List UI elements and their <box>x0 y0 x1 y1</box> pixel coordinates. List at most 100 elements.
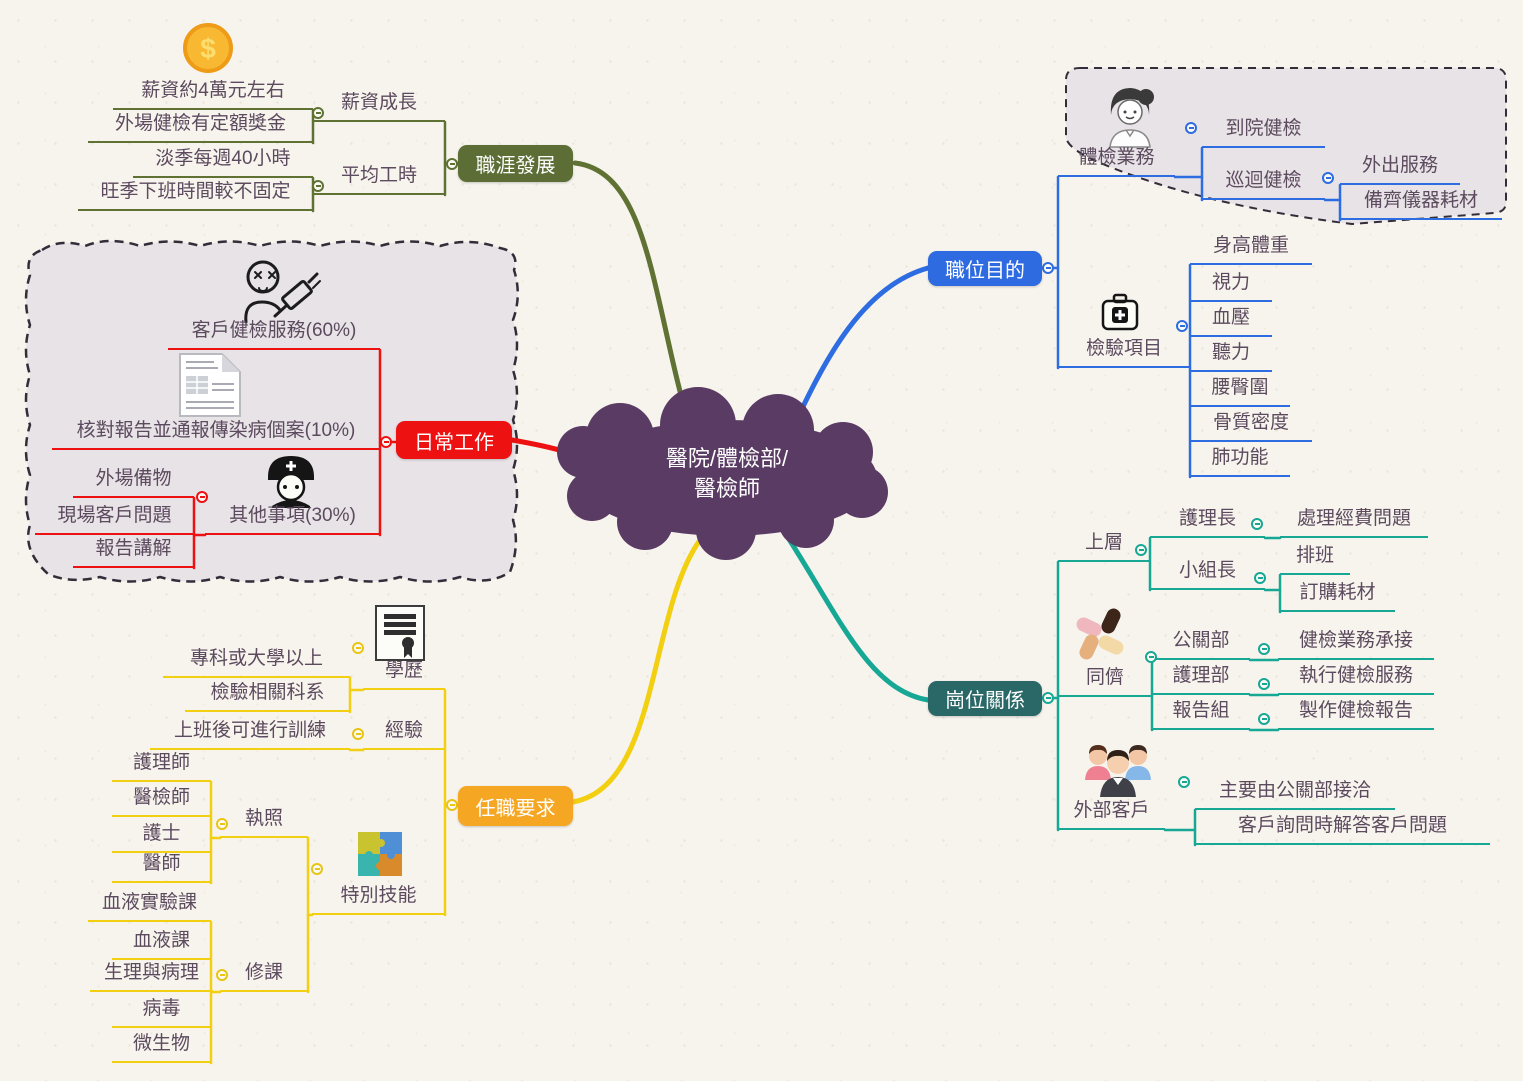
node-hospital-checkup[interactable]: 到院健檢 <box>1202 117 1325 148</box>
branch-position-relations[interactable]: 崗位關係 <box>928 681 1042 716</box>
node-customer-checkup-service[interactable]: 客戶健檢服務(60%) <box>168 319 380 350</box>
central-topic-line2: 醫檢師 <box>693 476 760 501</box>
node-field-preparation[interactable]: 外場備物 <box>73 467 194 498</box>
collapse-external[interactable] <box>1178 776 1190 788</box>
branch-position-purpose[interactable]: 職位目的 <box>928 251 1042 286</box>
central-cloud[interactable] <box>557 387 888 560</box>
node-exam-items[interactable]: 檢驗項目 <box>1058 337 1190 368</box>
node-lab-related-major[interactable]: 檢驗相關科系 <box>185 681 350 712</box>
first-aid-kit-icon <box>1101 293 1139 331</box>
node-upper-level[interactable]: 上層 <box>1058 531 1150 562</box>
svg-text:$: $ <box>200 33 216 64</box>
collapse-pr-dept[interactable] <box>1258 643 1270 655</box>
joined-hands-icon <box>1076 608 1124 660</box>
collapse-daily-work[interactable] <box>380 436 392 448</box>
node-leader-ordering[interactable]: 訂購耗材 <box>1280 581 1395 612</box>
branch-career-development[interactable]: 職涯發展 <box>458 145 573 182</box>
node-peers[interactable]: 同儕 <box>1058 666 1152 697</box>
node-education[interactable]: 學歷 <box>363 659 445 690</box>
node-license-med-tech[interactable]: 醫檢師 <box>112 786 211 817</box>
collapse-other-matters[interactable] <box>196 491 208 503</box>
vaccinated-person-icon <box>244 260 321 324</box>
collapse-special-skill[interactable] <box>311 863 323 875</box>
node-head-nurse-duty[interactable]: 處理經費問題 <box>1280 507 1428 538</box>
collapse-average-hours[interactable] <box>312 180 324 192</box>
node-exam-blood-pressure[interactable]: 血壓 <box>1190 306 1272 337</box>
people-group-icon <box>1085 745 1151 797</box>
node-external-customers[interactable]: 外部客戶 <box>1058 799 1165 830</box>
node-course-physio-patho[interactable]: 生理與病理 <box>90 961 213 992</box>
node-report-check[interactable]: 核對報告並通報傳染病個案(10%) <box>52 419 380 450</box>
collapse-salary-growth[interactable] <box>312 107 324 119</box>
collapse-courses[interactable] <box>216 969 228 981</box>
node-prepare-equipment[interactable]: 備齊儀器耗材 <box>1340 189 1502 220</box>
collapse-head-nurse[interactable] <box>1251 518 1263 530</box>
node-license-doctor[interactable]: 醫師 <box>112 852 211 883</box>
node-other-matters[interactable]: 其他事項(30%) <box>205 504 380 535</box>
node-exam-lung-function[interactable]: 肺功能 <box>1190 446 1290 477</box>
collapse-education[interactable] <box>352 642 364 654</box>
node-external-answer-questions[interactable]: 客戶詢問時解答客戶問題 <box>1195 814 1490 845</box>
node-exam-waist-hip[interactable]: 腰臀圍 <box>1190 376 1290 407</box>
branch-job-requirements[interactable]: 任職要求 <box>458 786 573 826</box>
node-course-blood-lab[interactable]: 血液實驗課 <box>88 891 211 922</box>
collapse-upper-level[interactable] <box>1135 544 1147 556</box>
node-exam-height-weight[interactable]: 身高體重 <box>1190 234 1312 265</box>
node-peak-season-hours[interactable]: 旺季下班時間較不固定 <box>78 180 313 211</box>
node-report-team-duty[interactable]: 製作健檢報告 <box>1278 699 1434 730</box>
node-touring-checkup[interactable]: 巡迴健檢 <box>1202 169 1325 200</box>
collapse-touring-checkup[interactable] <box>1322 172 1334 184</box>
node-course-microbiology[interactable]: 微生物 <box>112 1032 211 1063</box>
node-salary-growth[interactable]: 薪資成長 <box>313 91 445 122</box>
collapse-checkup-business[interactable] <box>1185 122 1197 134</box>
collapse-experience[interactable] <box>352 728 364 740</box>
node-salary-amount[interactable]: 薪資約4萬元左右 <box>113 79 313 110</box>
node-checkup-business[interactable]: 體檢業務 <box>1058 146 1175 177</box>
node-exam-hearing[interactable]: 聽力 <box>1190 341 1272 372</box>
collapse-report-team[interactable] <box>1258 713 1270 725</box>
node-exam-vision[interactable]: 視力 <box>1190 271 1272 302</box>
report-document-icon <box>179 353 241 417</box>
collapse-purpose[interactable] <box>1042 262 1054 274</box>
branch-daily-work[interactable]: 日常工作 <box>396 421 512 459</box>
node-nursing-duty[interactable]: 執行健檢服務 <box>1278 664 1434 695</box>
woman-icon <box>1109 88 1154 148</box>
node-outside-service[interactable]: 外出服務 <box>1340 154 1460 185</box>
node-pr-dept[interactable]: 公關部 <box>1152 629 1250 660</box>
node-head-nurse[interactable]: 護理長 <box>1150 507 1265 538</box>
node-courses[interactable]: 修課 <box>220 961 308 992</box>
node-salary-bonus[interactable]: 外場健檢有定額獎金 <box>88 112 313 143</box>
node-training-after-start[interactable]: 上班後可進行訓練 <box>150 719 350 750</box>
nurse-icon <box>268 456 314 508</box>
node-experience[interactable]: 經驗 <box>363 719 445 750</box>
collapse-nursing-dept[interactable] <box>1258 678 1270 690</box>
node-off-season-hours[interactable]: 淡季每週40小時 <box>133 147 313 178</box>
node-team-leader[interactable]: 小組長 <box>1150 559 1265 590</box>
node-pr-duty[interactable]: 健檢業務承接 <box>1278 629 1434 660</box>
collapse-license[interactable] <box>216 818 228 830</box>
node-license-nurse[interactable]: 護士 <box>112 822 211 853</box>
node-leader-scheduling[interactable]: 排班 <box>1280 544 1350 575</box>
collapse-requirements[interactable] <box>446 799 458 811</box>
collapse-relations[interactable] <box>1042 692 1054 704</box>
node-course-blood[interactable]: 血液課 <box>112 929 211 960</box>
node-nursing-dept[interactable]: 護理部 <box>1152 664 1250 695</box>
collapse-peers[interactable] <box>1145 651 1157 663</box>
node-course-virus[interactable]: 病毒 <box>112 997 211 1028</box>
node-report-team[interactable]: 報告組 <box>1152 699 1250 730</box>
central-topic[interactable]: 醫院/體檢部/ 醫檢師 <box>592 444 862 504</box>
collapse-career[interactable] <box>446 158 458 170</box>
collapse-exam-items[interactable] <box>1176 320 1188 332</box>
node-college-or-above[interactable]: 專科或大學以上 <box>163 647 350 678</box>
central-topic-line1: 醫院/體檢部/ <box>665 446 789 471</box>
node-onsite-customer-issues[interactable]: 現場客戶問題 <box>35 504 194 535</box>
node-external-pr-contact[interactable]: 主要由公關部接洽 <box>1195 779 1395 810</box>
node-special-skill[interactable]: 特別技能 <box>312 884 445 915</box>
node-exam-bone-density[interactable]: 骨質密度 <box>1190 411 1312 442</box>
node-license-rn[interactable]: 護理師 <box>112 751 211 782</box>
dollar-coin-icon: $ <box>183 23 233 73</box>
node-license[interactable]: 執照 <box>220 807 308 838</box>
node-average-hours[interactable]: 平均工時 <box>313 164 445 195</box>
node-report-explanation[interactable]: 報告講解 <box>73 537 194 568</box>
collapse-team-leader[interactable] <box>1254 572 1266 584</box>
